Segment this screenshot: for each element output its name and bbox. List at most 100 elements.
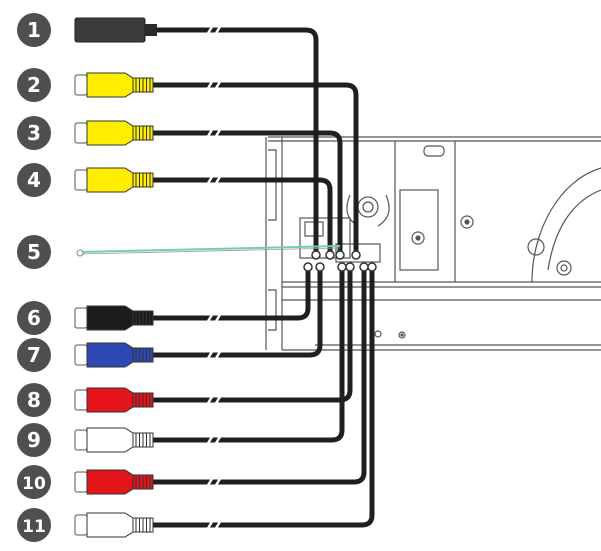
head-unit-chassis xyxy=(265,136,601,351)
rca-body xyxy=(86,167,134,193)
rca-tip xyxy=(74,344,88,366)
cable-9 xyxy=(150,267,345,443)
cable-break-mark xyxy=(205,174,215,186)
cable-break-mark xyxy=(205,127,215,139)
rca-tip xyxy=(74,514,88,536)
badge-number: 4 xyxy=(27,168,41,192)
cable-break-mark xyxy=(213,79,223,91)
socket-4 xyxy=(325,250,335,260)
cable-break-mark xyxy=(213,24,223,36)
cable-break-mark xyxy=(213,127,223,139)
cable-break-mark xyxy=(205,434,215,446)
rca-body xyxy=(86,72,134,98)
badge-3: 3 xyxy=(17,116,51,150)
badge-circle xyxy=(17,163,51,197)
badge-10: 10 xyxy=(17,465,51,499)
cable-break-mark xyxy=(213,476,223,488)
cable-5-edge xyxy=(79,247,341,255)
connector-2 xyxy=(74,72,154,98)
cable-5 xyxy=(79,245,341,253)
rca-tip xyxy=(74,169,88,191)
socket-9 xyxy=(337,262,347,272)
rca-body xyxy=(86,120,134,146)
cable-4 xyxy=(150,177,333,255)
connector-11 xyxy=(74,512,154,538)
rca-body xyxy=(86,342,134,368)
badge-number: 11 xyxy=(22,517,46,537)
cable-break-mark xyxy=(213,349,223,361)
badge-number: 7 xyxy=(27,343,41,367)
cable-break-mark xyxy=(205,79,215,91)
cable-break-mark xyxy=(213,312,223,324)
cable-group xyxy=(79,24,377,531)
cable-11 xyxy=(150,267,375,528)
badge-number: 6 xyxy=(27,306,41,330)
connector-10 xyxy=(74,469,154,495)
plug-body xyxy=(74,17,146,43)
badge-number: 2 xyxy=(27,73,41,97)
connector-6 xyxy=(74,305,154,331)
connector-9 xyxy=(74,427,154,453)
cable-2 xyxy=(150,82,359,255)
badge-circle xyxy=(17,235,51,269)
badge-1: 1 xyxy=(17,13,51,47)
socket-3 xyxy=(335,250,345,260)
connector-7 xyxy=(74,342,154,368)
badge-6: 6 xyxy=(17,301,51,335)
rca-tip xyxy=(74,429,88,451)
badge-number: 9 xyxy=(27,428,41,452)
rca-body xyxy=(86,387,134,413)
socket-8 xyxy=(345,262,355,272)
badge-circle xyxy=(17,508,51,542)
socket-6 xyxy=(303,262,313,272)
badge-number: 1 xyxy=(27,18,41,42)
connector-1 xyxy=(74,17,157,43)
cable-break-mark xyxy=(205,476,215,488)
badge-number: 5 xyxy=(27,240,41,264)
badge-9: 9 xyxy=(17,423,51,457)
cable-break-mark xyxy=(205,312,215,324)
badge-number: 3 xyxy=(27,121,41,145)
cable-break-mark xyxy=(205,349,215,361)
cable-3 xyxy=(150,130,343,255)
badge-5: 5 xyxy=(17,235,51,269)
rca-tip xyxy=(74,471,88,493)
rca-body xyxy=(86,469,134,495)
rca-body xyxy=(86,305,134,331)
rca-tip xyxy=(74,389,88,411)
cable-break-mark xyxy=(213,394,223,406)
cable-10 xyxy=(150,267,367,485)
cable-6 xyxy=(150,267,311,321)
badge-11: 11 xyxy=(17,508,51,542)
socket-10 xyxy=(359,262,369,272)
cable-break-mark xyxy=(205,24,215,36)
connector-3 xyxy=(74,120,154,146)
plug-neck xyxy=(145,24,157,36)
cable-break-mark xyxy=(205,519,215,531)
badge-circle xyxy=(17,68,51,102)
connector-5 xyxy=(76,249,84,257)
badge-circle xyxy=(17,116,51,150)
badge-circle xyxy=(17,383,51,417)
connector-group xyxy=(74,17,157,538)
badge-circle xyxy=(17,301,51,335)
connector-8 xyxy=(74,387,154,413)
badge-circle xyxy=(17,13,51,47)
cable-break-mark xyxy=(213,174,223,186)
badge-7: 7 xyxy=(17,338,51,372)
badge-4: 4 xyxy=(17,163,51,197)
socket-11 xyxy=(367,262,377,272)
cable-7 xyxy=(150,267,323,358)
wire-end xyxy=(76,249,84,257)
badge-circle xyxy=(17,465,51,499)
cable-break-mark xyxy=(213,519,223,531)
socket-2 xyxy=(351,250,361,260)
badge-number: 8 xyxy=(27,388,41,412)
rca-tip xyxy=(74,307,88,329)
cable-1 xyxy=(150,27,319,255)
rca-body xyxy=(86,512,134,538)
badge-circle xyxy=(17,423,51,457)
cable-break-mark xyxy=(213,434,223,446)
badge-number: 10 xyxy=(22,474,46,494)
